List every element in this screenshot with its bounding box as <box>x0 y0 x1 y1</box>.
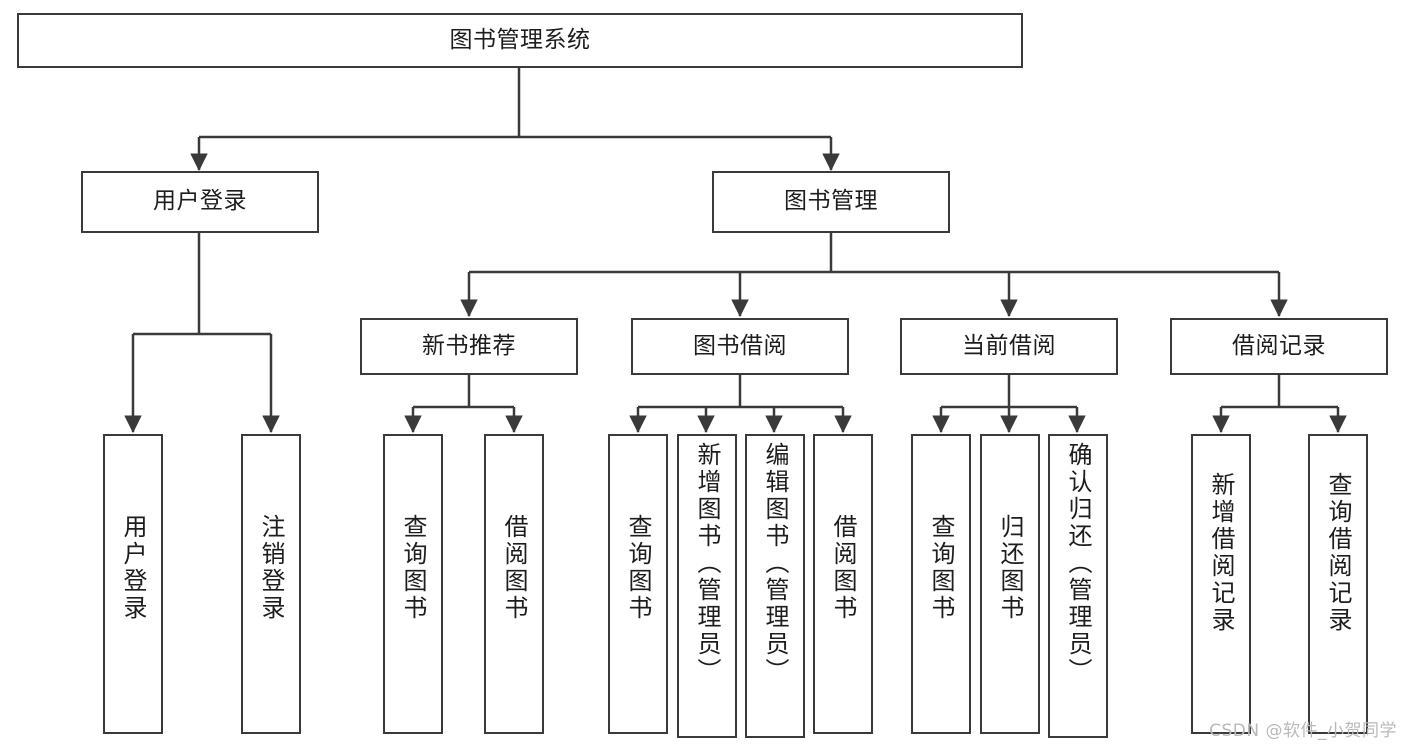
node-leaf-user-login[interactable]: 用户登录 <box>103 434 163 734</box>
node-book-borrow-label: 图书借阅 <box>693 332 787 359</box>
node-leaf-query-book-2[interactable]: 查询图书 <box>608 434 668 734</box>
node-leaf-query-record[interactable]: 查询借阅记录 <box>1308 434 1368 734</box>
node-leaf-logout-login-label: 注销登录 <box>257 514 285 622</box>
node-leaf-user-login-label: 用户登录 <box>119 514 147 622</box>
node-leaf-confirm-return-label: 确认归还（管理员） <box>1064 442 1092 685</box>
node-root[interactable]: 图书管理系统 <box>17 13 1023 68</box>
node-leaf-borrow-book-2[interactable]: 借阅图书 <box>813 434 873 734</box>
node-leaf-confirm-return[interactable]: 确认归还（管理员） <box>1048 434 1108 738</box>
node-leaf-borrow-book-2-label: 借阅图书 <box>829 514 857 622</box>
node-new-book-recommend[interactable]: 新书推荐 <box>360 318 578 375</box>
node-book-borrow[interactable]: 图书借阅 <box>631 318 849 375</box>
node-leaf-add-book-label: 新增图书（管理员） <box>693 442 721 685</box>
node-leaf-query-book-1-label: 查询图书 <box>399 514 427 622</box>
node-leaf-query-record-label: 查询借阅记录 <box>1324 472 1352 634</box>
node-borrow-record-label: 借阅记录 <box>1232 332 1326 359</box>
node-leaf-borrow-book-1[interactable]: 借阅图书 <box>484 434 544 734</box>
node-leaf-logout-login[interactable]: 注销登录 <box>241 434 301 734</box>
node-current-borrow-label: 当前借阅 <box>962 332 1056 359</box>
node-leaf-add-book[interactable]: 新增图书（管理员） <box>677 434 737 738</box>
node-root-label: 图书管理系统 <box>449 26 591 53</box>
node-leaf-add-record-label: 新增借阅记录 <box>1207 472 1235 634</box>
node-book-management-label: 图书管理 <box>784 188 878 215</box>
node-leaf-return-book-label: 归还图书 <box>996 514 1024 622</box>
node-borrow-record[interactable]: 借阅记录 <box>1170 318 1388 375</box>
node-book-management[interactable]: 图书管理 <box>712 171 950 233</box>
node-leaf-edit-book-label: 编辑图书（管理员） <box>761 442 789 685</box>
node-user-login[interactable]: 用户登录 <box>81 171 319 233</box>
node-leaf-query-book-1[interactable]: 查询图书 <box>383 434 443 734</box>
node-leaf-edit-book[interactable]: 编辑图书（管理员） <box>745 434 805 738</box>
node-leaf-borrow-book-1-label: 借阅图书 <box>500 514 528 622</box>
node-leaf-query-book-3[interactable]: 查询图书 <box>911 434 971 734</box>
watermark-text: CSDN @软件_小贺同学 <box>1209 721 1397 741</box>
node-user-login-label: 用户登录 <box>153 188 247 215</box>
node-leaf-return-book[interactable]: 归还图书 <box>980 434 1040 734</box>
node-new-book-recommend-label: 新书推荐 <box>422 332 516 359</box>
node-leaf-query-book-2-label: 查询图书 <box>624 514 652 622</box>
node-leaf-add-record[interactable]: 新增借阅记录 <box>1191 434 1251 734</box>
node-current-borrow[interactable]: 当前借阅 <box>900 318 1118 375</box>
node-leaf-query-book-3-label: 查询图书 <box>927 514 955 622</box>
